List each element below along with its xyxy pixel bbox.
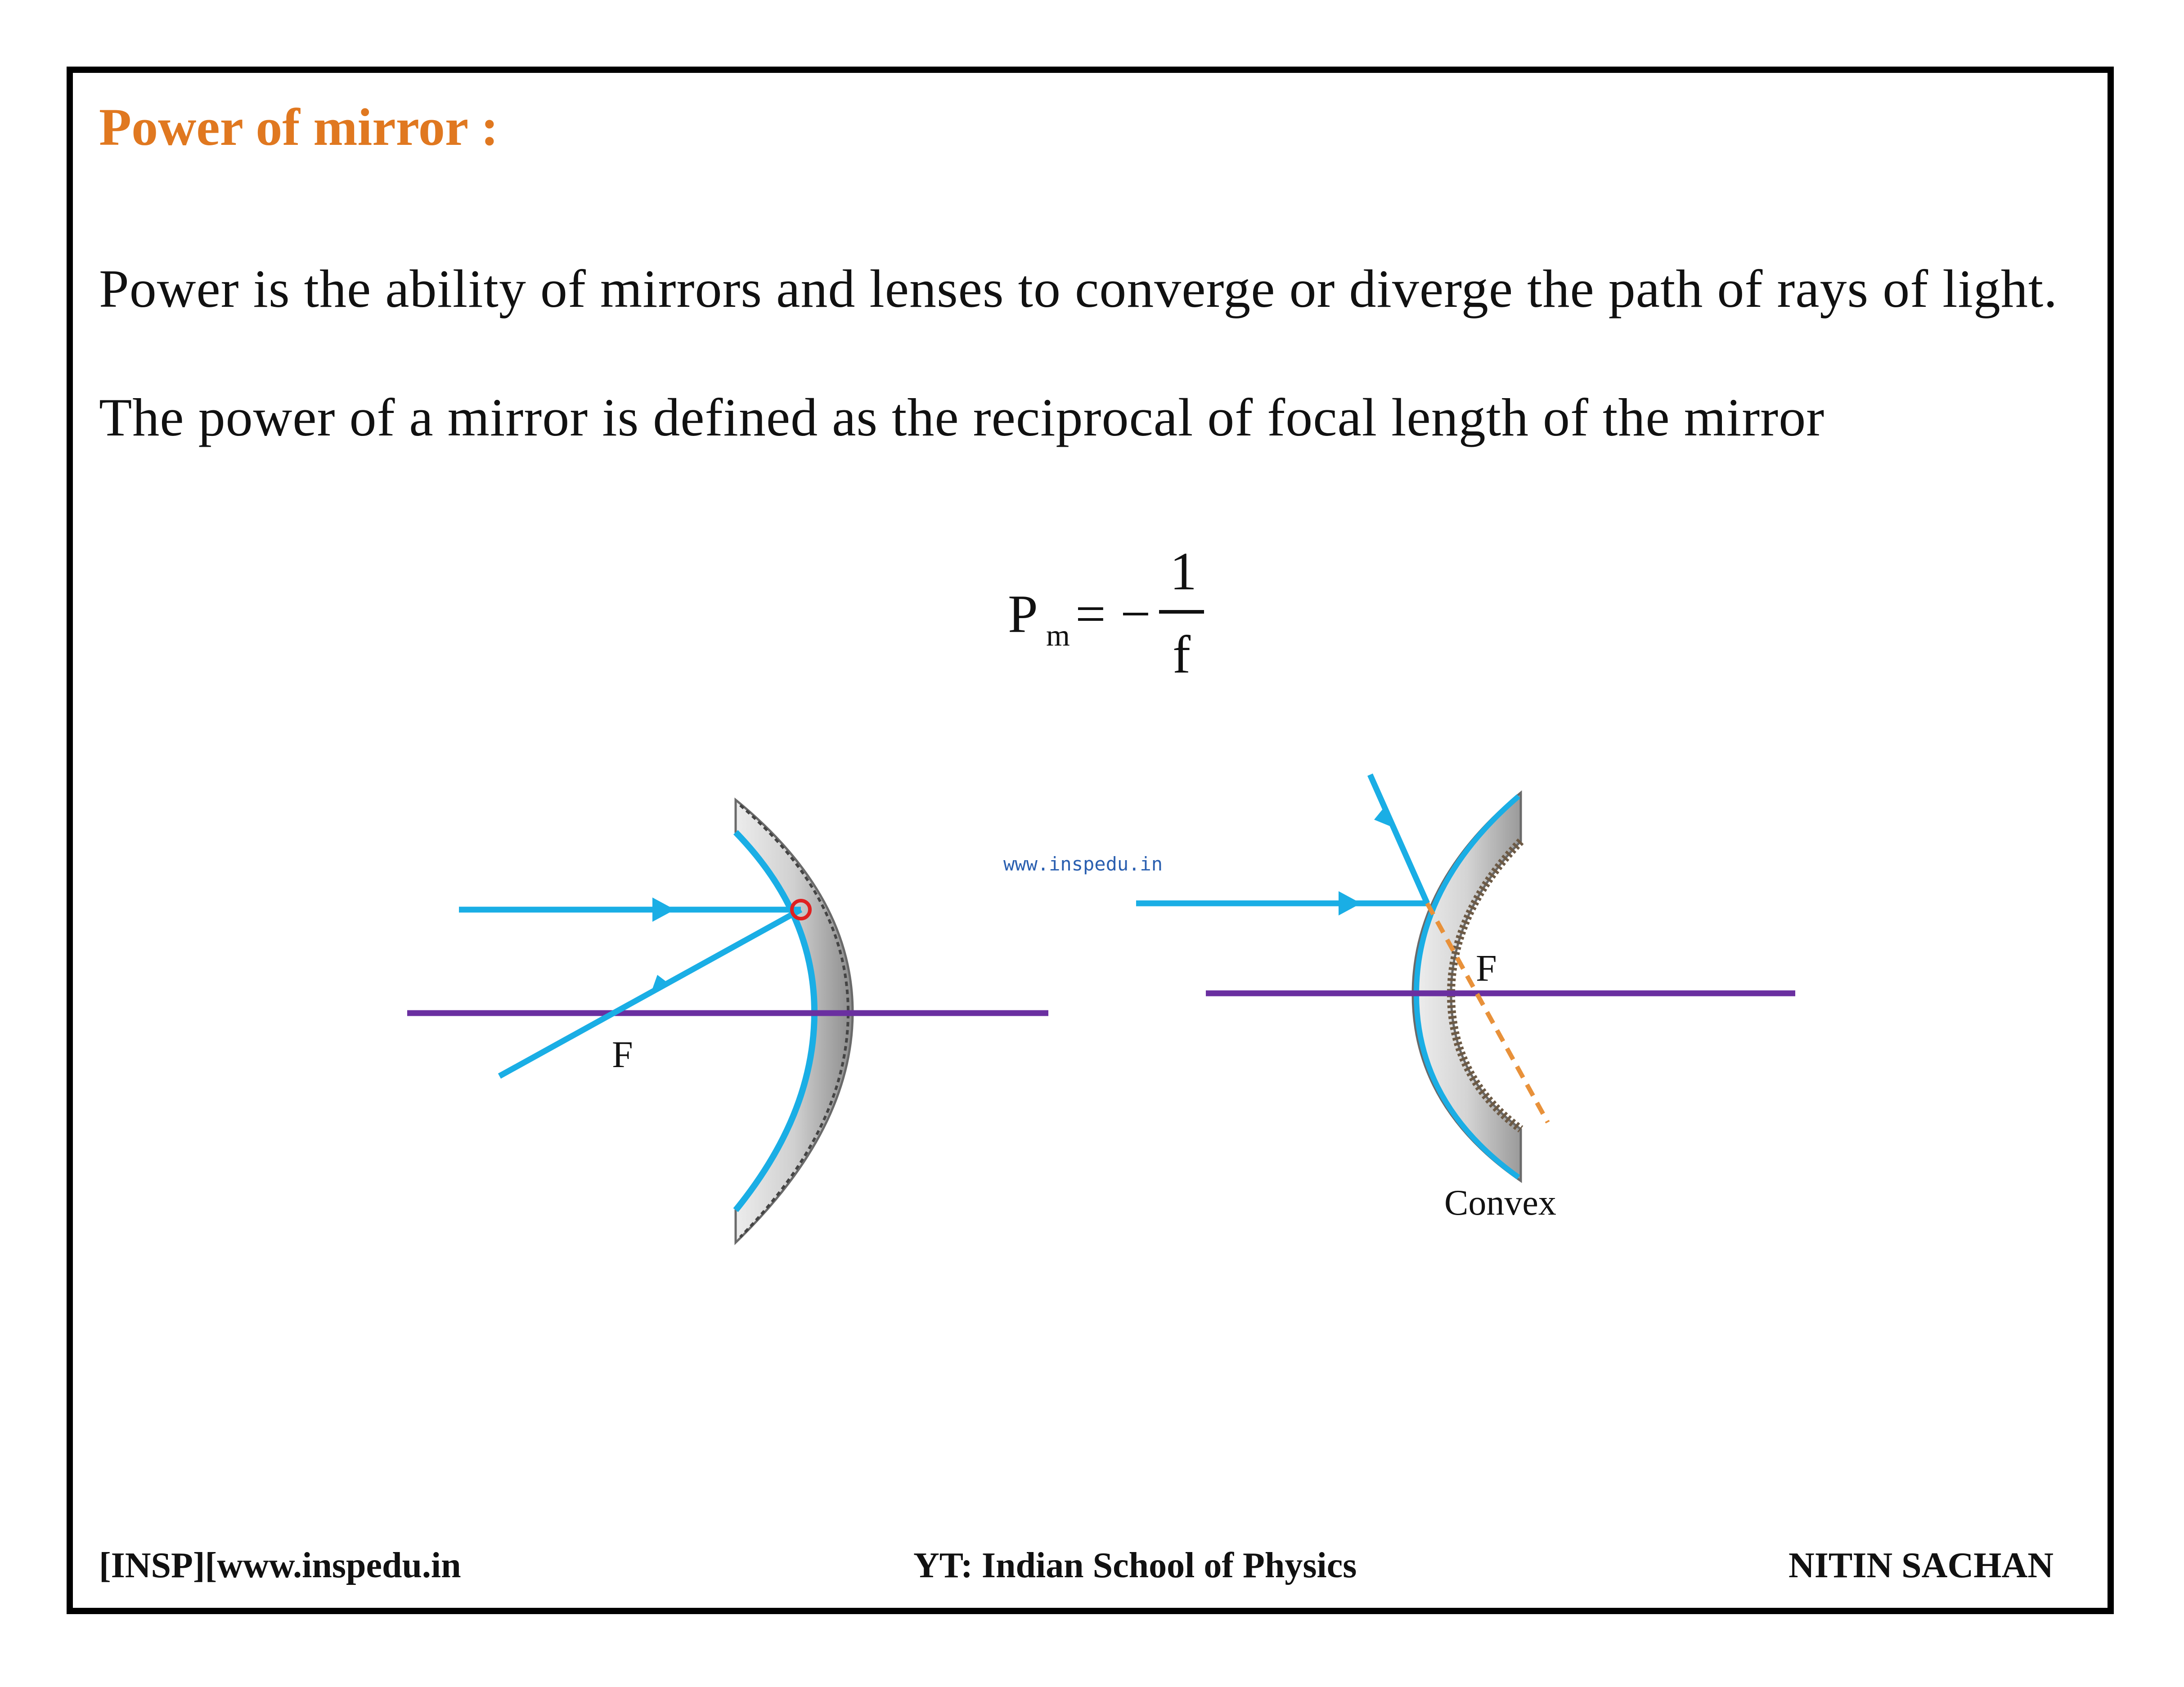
formula-sign: − xyxy=(1120,584,1151,644)
definition-paragraph-power: Power is the ability of mirrors and lens… xyxy=(99,259,2058,319)
formula-numerator: 1 xyxy=(1170,541,1197,601)
convex-label: Convex xyxy=(1444,1183,1556,1223)
fraction-bar xyxy=(1159,610,1204,614)
page-title: Power of mirror : xyxy=(99,98,499,157)
watermark: www.inspedu.in xyxy=(1003,853,1163,875)
power-formula: P m = − 1 f xyxy=(1008,544,1215,688)
arrow-right-icon xyxy=(1339,891,1361,915)
formula-denominator: f xyxy=(1173,624,1191,684)
formula-equals: = xyxy=(1075,584,1106,644)
incident-ray-convex xyxy=(1136,891,1427,915)
incident-ray-concave xyxy=(459,897,801,922)
arrow-down-left-icon xyxy=(650,975,669,995)
slide-frame xyxy=(67,67,2114,1614)
arrow-up-icon xyxy=(1374,808,1394,828)
footer-author: NITIN SACHAN xyxy=(1789,1546,2054,1585)
convex-focus-label: F xyxy=(1476,947,1497,989)
reflected-ray-concave xyxy=(498,907,803,1079)
formula-symbol: P xyxy=(1008,584,1038,644)
concave-focus-label: F xyxy=(612,1034,633,1076)
footer-channel: YT: Indian School of Physics xyxy=(913,1546,1357,1585)
concave-mirror xyxy=(733,797,854,1245)
incidence-point-marker xyxy=(790,899,812,920)
arrow-right-icon xyxy=(652,897,675,922)
reflected-ray-convex xyxy=(1367,773,1430,905)
definition-paragraph-mirror-power: The power of a mirror is defined as the … xyxy=(99,387,1825,447)
footer-site: [INSP][www.inspedu.in xyxy=(99,1546,461,1585)
formula-subscript: m xyxy=(1046,618,1070,652)
convex-mirror xyxy=(1411,790,1524,1183)
virtual-ray-extension xyxy=(1425,902,1550,1124)
